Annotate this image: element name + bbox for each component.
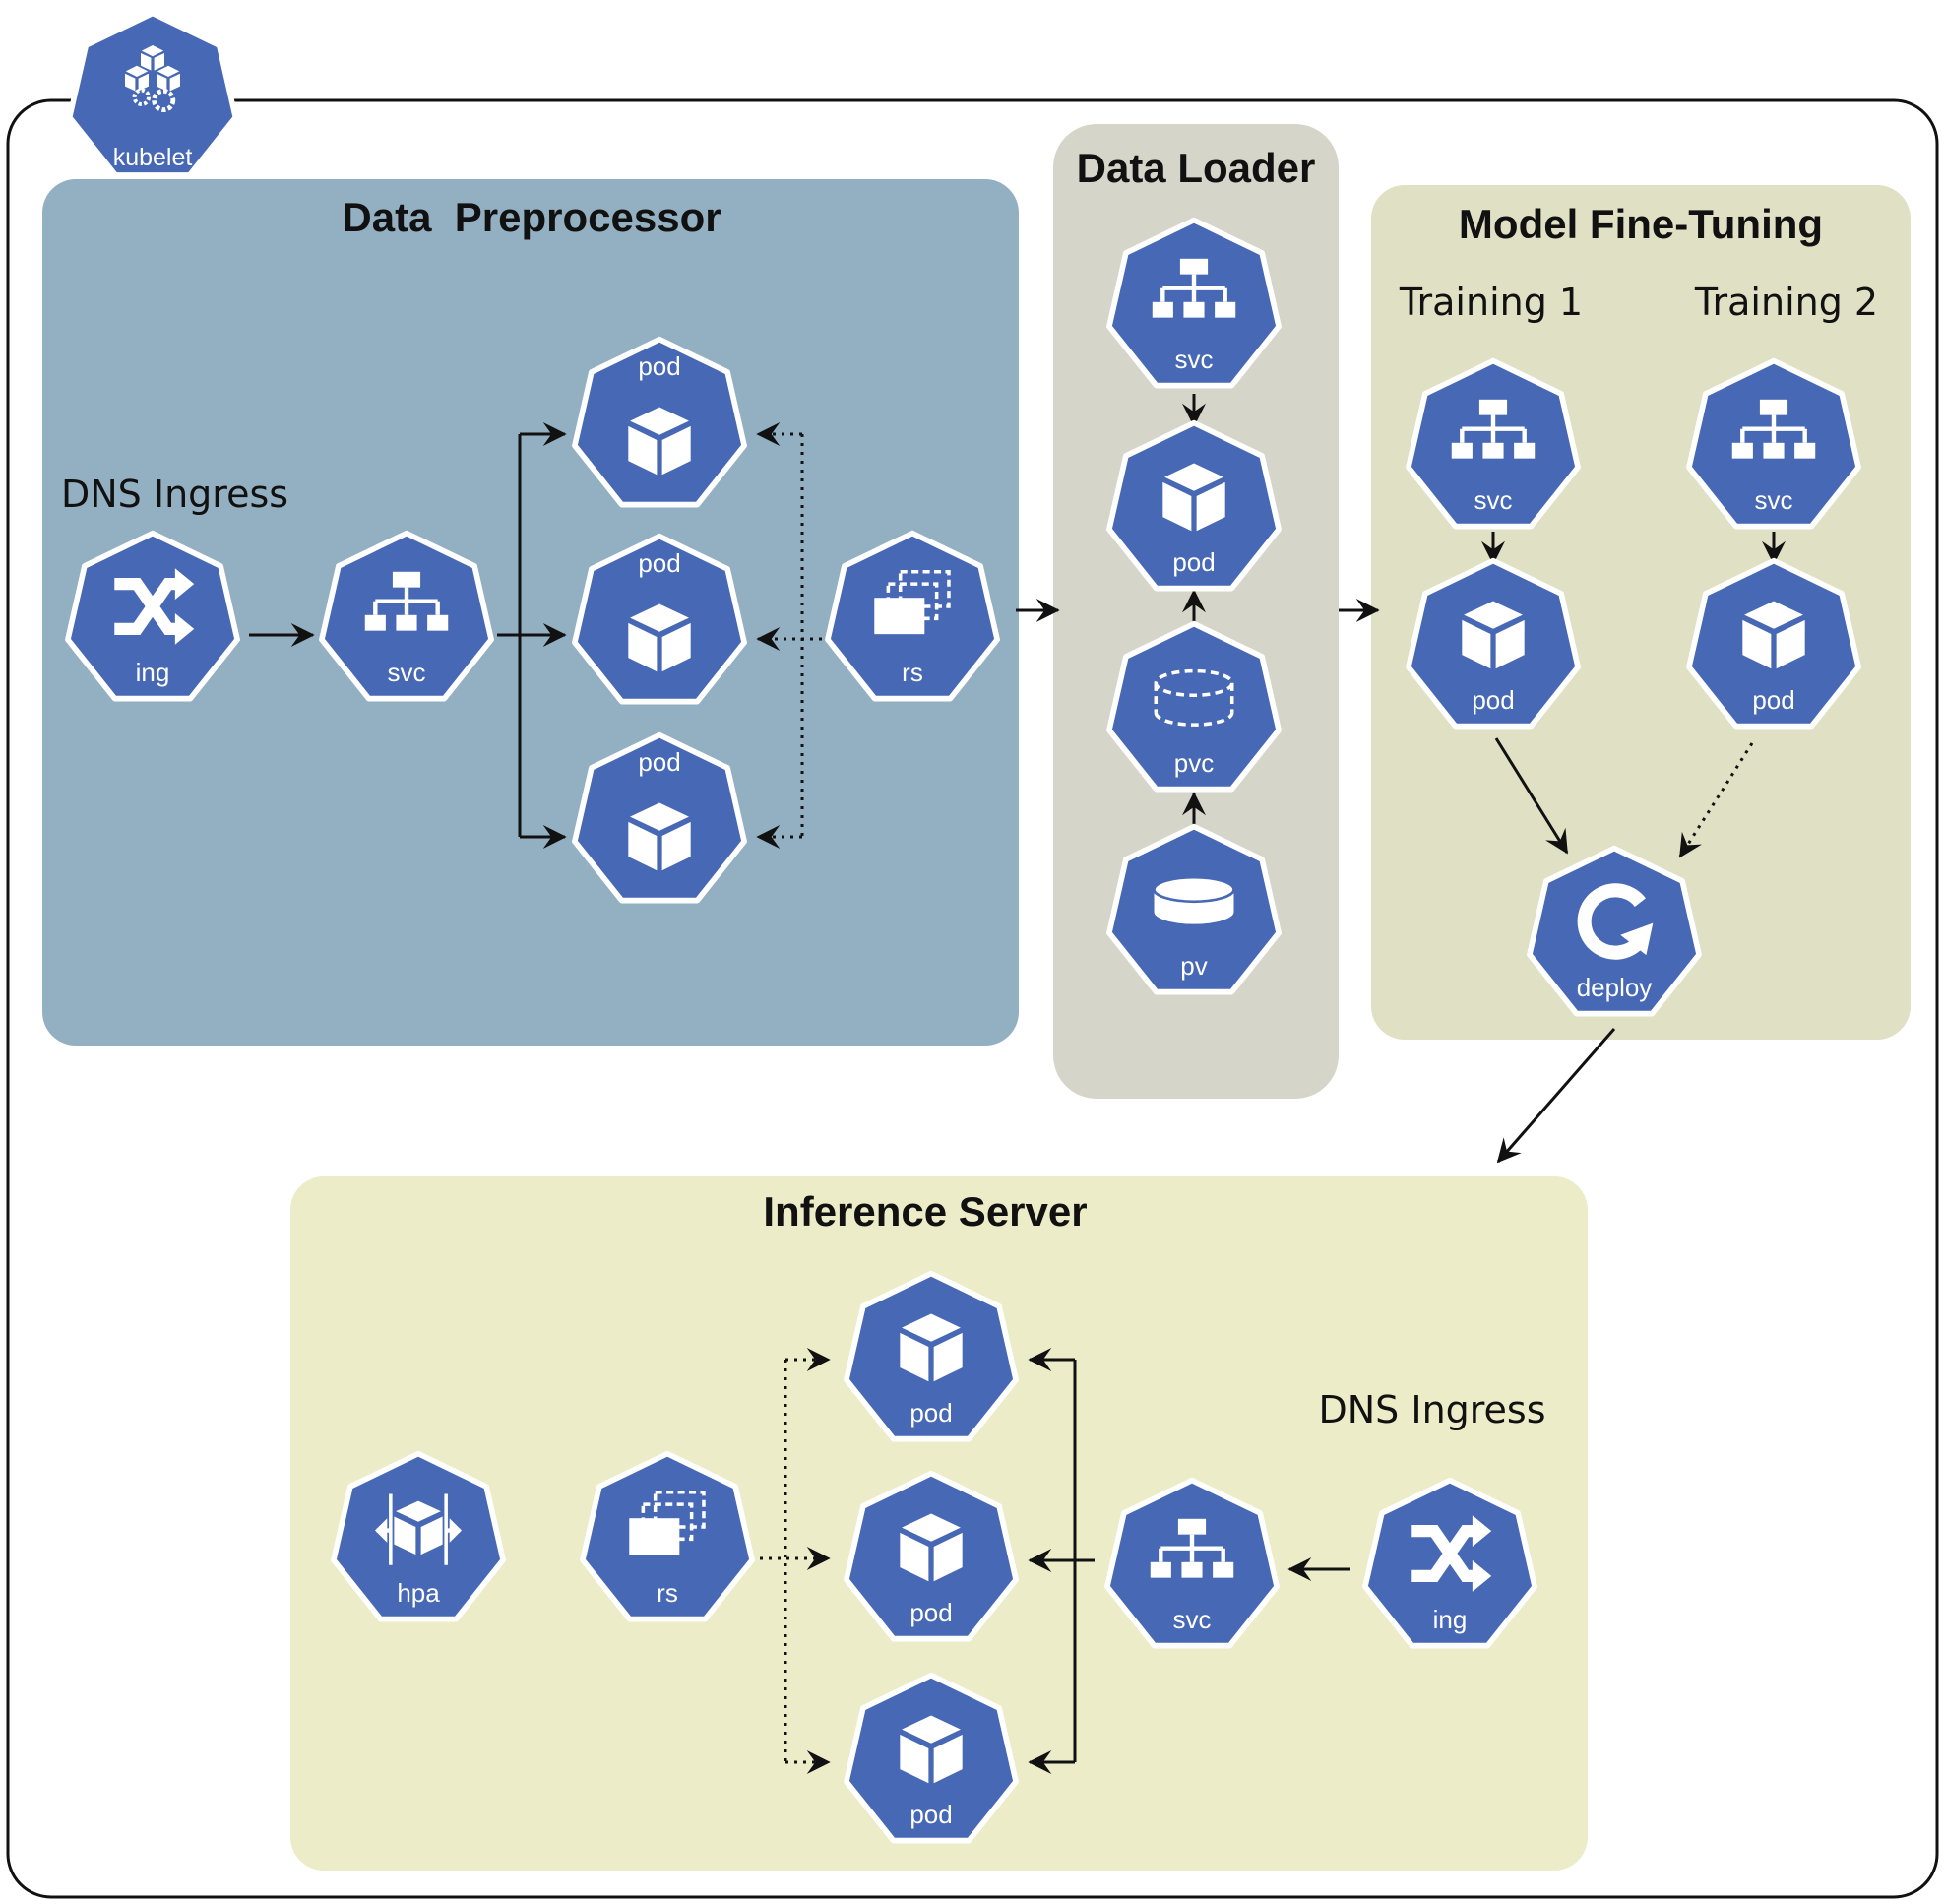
node-label: ing: [136, 658, 170, 687]
node-ft-svc1: svc: [1409, 361, 1578, 527]
node-label: pod: [909, 1598, 952, 1627]
node-label: ing: [1433, 1605, 1468, 1634]
kubelet-badge: kubelet: [70, 14, 236, 175]
node-dl-pod: pod: [1109, 423, 1279, 589]
node-label: svc: [1755, 485, 1793, 515]
node-label: pod: [1172, 547, 1215, 577]
training-2-label: Training 2: [1694, 281, 1878, 324]
node-label: deploy: [1577, 973, 1653, 1002]
node-label: pod: [1472, 685, 1514, 715]
node-ft-pod1: pod: [1409, 561, 1578, 727]
node-label: svc: [1474, 485, 1513, 515]
node-inf-pod3: pod: [847, 1676, 1016, 1841]
kubelet-label: kubelet: [113, 144, 193, 171]
training-1-label: Training 1: [1399, 281, 1583, 324]
nodes-layer: ing svc pod pod pod rs svc pod pvc pv svc pod svc pod…: [68, 221, 1858, 1841]
pre-dns-ingress-label: DNS Ingress: [61, 473, 288, 516]
node-label: svc: [1175, 345, 1214, 374]
node-pre-ing: ing: [68, 534, 237, 699]
node-pre-pod2: pod: [575, 537, 744, 702]
preprocessor-title: Data Preprocessor: [342, 194, 721, 240]
node-label: pod: [638, 747, 680, 777]
node-inf-rs: rs: [583, 1454, 752, 1619]
node-label: pod: [909, 1398, 952, 1428]
inf-dns-ingress-label: DNS Ingress: [1318, 1388, 1545, 1431]
node-label: svc: [1173, 1605, 1212, 1634]
node-label: rs: [657, 1578, 678, 1608]
connectors: [249, 394, 1786, 1774]
node-label: pod: [1752, 685, 1794, 715]
node-pre-rs: rs: [828, 534, 997, 699]
pv-icon: [1153, 875, 1235, 925]
node-inf-pod1: pod: [847, 1274, 1016, 1439]
node-ft-pod2: pod: [1689, 561, 1858, 727]
node-label: pvc: [1174, 748, 1214, 778]
node-label: pod: [638, 548, 680, 578]
node-inf-svc: svc: [1107, 1481, 1277, 1646]
node-pre-pod1: pod: [575, 340, 744, 505]
node-label: rs: [902, 658, 923, 687]
node-label: pv: [1180, 951, 1207, 981]
node-inf-hpa: hpa: [334, 1454, 503, 1619]
inference-title: Inference Server: [763, 1188, 1087, 1235]
loader-title: Data Loader: [1077, 145, 1316, 191]
node-label: svc: [388, 658, 426, 687]
node-ft-deploy: deploy: [1530, 849, 1699, 1014]
node-inf-ing: ing: [1365, 1481, 1535, 1646]
node-ft-svc2: svc: [1689, 361, 1858, 527]
node-pre-svc: svc: [322, 534, 491, 699]
node-inf-pod2: pod: [847, 1474, 1016, 1639]
node-pre-pod3: pod: [575, 735, 744, 901]
node-dl-pvc: pvc: [1109, 624, 1279, 790]
node-label: pod: [909, 1800, 952, 1829]
node-dl-pv: pv: [1109, 827, 1279, 992]
node-dl-svc: svc: [1109, 221, 1279, 386]
node-label: hpa: [397, 1578, 440, 1608]
node-label: pod: [638, 351, 680, 381]
finetune-title: Model Fine-Tuning: [1459, 201, 1823, 247]
